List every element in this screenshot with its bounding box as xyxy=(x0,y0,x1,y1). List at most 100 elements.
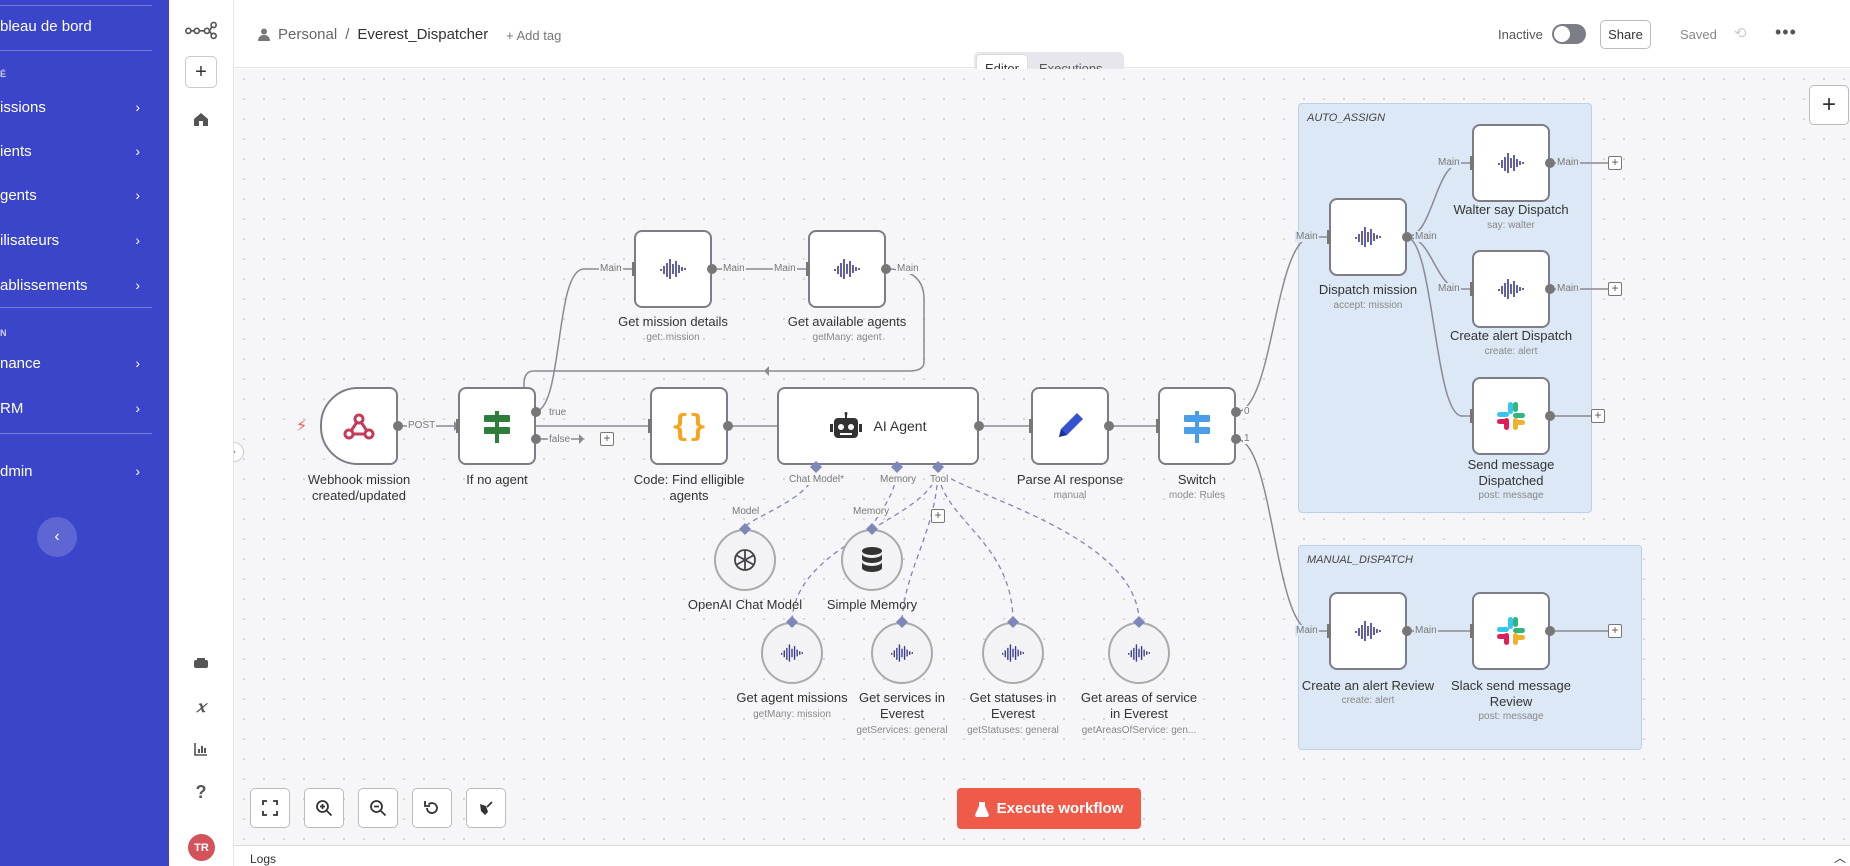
node-ai-agent[interactable]: AI Agent xyxy=(777,387,979,465)
sidebar-item-missions[interactable]: issions › xyxy=(0,92,152,122)
logs-panel[interactable]: Logs ︿ xyxy=(234,845,1850,866)
add-node-button[interactable]: + xyxy=(600,432,614,446)
sidebar-item-agents[interactable]: gents› xyxy=(0,180,152,210)
soundwave-icon xyxy=(660,259,686,279)
node-get-services[interactable] xyxy=(871,622,933,684)
workflow-canvas[interactable]: AUTO_ASSIGN MANUAL_DISPATCH xyxy=(234,69,1850,845)
breadcrumb-separator: / xyxy=(345,26,350,43)
chevron-up-icon[interactable]: ︿ xyxy=(1833,851,1846,865)
n8n-logo-icon[interactable] xyxy=(185,14,217,46)
node-if-no-agent[interactable] xyxy=(458,387,536,465)
node-get-available-agents[interactable] xyxy=(808,230,886,308)
sidebar-collapse-button[interactable]: ‹ xyxy=(37,517,77,557)
soundwave-icon xyxy=(1498,153,1524,173)
add-tool-button[interactable]: + xyxy=(931,509,945,523)
port-label-0: 0 xyxy=(1243,406,1251,417)
add-node-button[interactable]: + xyxy=(1608,156,1622,170)
node-label: Switch xyxy=(1177,472,1217,487)
node-subtitle: post: message xyxy=(1478,490,1544,501)
insights-icon[interactable] xyxy=(185,733,217,765)
port-label-model: Model xyxy=(731,506,761,517)
create-button[interactable]: + xyxy=(185,56,217,88)
sidebar-item-label: ablissements xyxy=(0,276,88,294)
port-label-main: Main xyxy=(896,263,920,274)
node-label: Parse AI response xyxy=(1016,472,1124,487)
soundwave-icon xyxy=(1498,279,1524,299)
port-label-main: Main xyxy=(1437,283,1461,294)
node-subtitle: create: alert xyxy=(1484,346,1538,357)
sidebar-item-finance[interactable]: nance› xyxy=(0,348,152,378)
node-label: Send message Dispatched xyxy=(1467,457,1555,488)
execute-workflow-button[interactable]: Execute workflow xyxy=(957,788,1141,829)
sidebar-item-admin[interactable]: dmin› xyxy=(0,456,152,486)
port-label-main: Main xyxy=(1437,157,1461,168)
add-node-button[interactable]: + xyxy=(1608,282,1622,296)
avatar[interactable]: TR xyxy=(188,834,215,861)
chevron-right-icon: › xyxy=(234,446,236,458)
robot-icon xyxy=(829,412,862,438)
node-get-statuses[interactable] xyxy=(982,622,1044,684)
node-label: Create an alert Review xyxy=(1301,678,1435,693)
node-label: Get statuses in Everest xyxy=(969,690,1057,721)
fit-view-button[interactable] xyxy=(250,788,290,828)
chevron-right-icon: › xyxy=(135,99,140,115)
node-walter-say[interactable] xyxy=(1472,124,1550,202)
port-label-tool: Tool xyxy=(929,474,950,485)
node-send-message-dispatched[interactable] xyxy=(1472,377,1550,455)
webhook-icon xyxy=(343,413,375,440)
soundwave-icon xyxy=(1355,227,1381,247)
group-label: MANUAL_DISPATCH xyxy=(1307,554,1413,566)
more-options-icon[interactable]: ••• xyxy=(1775,22,1797,42)
node-code-find[interactable]: {} xyxy=(650,387,728,465)
active-toggle[interactable] xyxy=(1552,24,1586,44)
home-icon[interactable] xyxy=(185,103,217,135)
reset-zoom-button[interactable] xyxy=(412,788,452,828)
sidebar-item-dashboard[interactable]: bleau de bord xyxy=(0,11,152,41)
node-openai-model[interactable] xyxy=(714,529,776,591)
port-label-main: Main xyxy=(1556,157,1580,168)
node-parse-ai[interactable] xyxy=(1031,387,1109,465)
variables-icon[interactable]: 𝑥 xyxy=(196,696,206,716)
sidebar-item-label: issions xyxy=(0,98,46,116)
open-nodes-panel-button[interactable]: + xyxy=(1809,85,1849,125)
node-subtitle: getStatuses: general xyxy=(967,725,1059,736)
undo-icon xyxy=(424,801,438,814)
project-link[interactable]: Personal xyxy=(278,26,338,43)
workflow-name[interactable]: Everest_Dispatcher xyxy=(357,26,489,43)
sidebar-item-label: dmin xyxy=(0,462,33,480)
zoom-out-button[interactable] xyxy=(358,788,398,828)
sidebar-item-clients[interactable]: ients› xyxy=(0,136,152,166)
node-simple-memory[interactable] xyxy=(841,529,903,591)
sidebar-section-label: N xyxy=(0,328,7,338)
node-subtitle: get: mission xyxy=(646,332,700,343)
history-icon[interactable]: ⟲ xyxy=(1734,25,1747,42)
port-label-main: Main xyxy=(773,263,797,274)
fit-view-icon xyxy=(262,800,278,816)
sidebar-item-users[interactable]: ilisateurs› xyxy=(0,225,152,255)
port-label-false: false xyxy=(548,434,572,445)
flask-icon xyxy=(974,801,989,817)
chevron-left-icon: ‹ xyxy=(54,528,60,545)
sidebar-item-establishments[interactable]: ablissements› xyxy=(0,270,152,300)
port-label-memory: Memory xyxy=(852,506,891,517)
node-label: Dispatch mission xyxy=(1318,282,1418,297)
zoom-in-button[interactable] xyxy=(304,788,344,828)
node-slack-review[interactable] xyxy=(1472,592,1550,670)
share-button[interactable]: Share xyxy=(1600,20,1651,49)
node-label: Webhook mission created/updated xyxy=(307,472,411,503)
add-node-button[interactable]: + xyxy=(1608,624,1622,638)
add-tag-button[interactable]: + Add tag xyxy=(506,28,562,43)
port-label-main: Main xyxy=(1556,283,1580,294)
sidebar-item-crm[interactable]: RM› xyxy=(0,393,152,423)
add-node-button[interactable]: + xyxy=(1591,409,1605,423)
soundwave-icon xyxy=(891,644,913,662)
node-get-areas[interactable] xyxy=(1108,622,1170,684)
templates-icon[interactable] xyxy=(185,647,217,679)
tidy-up-button[interactable] xyxy=(466,788,506,828)
node-dispatch-mission[interactable] xyxy=(1329,198,1407,276)
help-icon[interactable]: ? xyxy=(195,781,207,802)
port-label-post: POST xyxy=(407,420,437,431)
node-create-alert-dispatch[interactable] xyxy=(1472,250,1550,328)
node-label: Get available agents xyxy=(787,314,907,329)
openai-icon xyxy=(734,549,756,571)
